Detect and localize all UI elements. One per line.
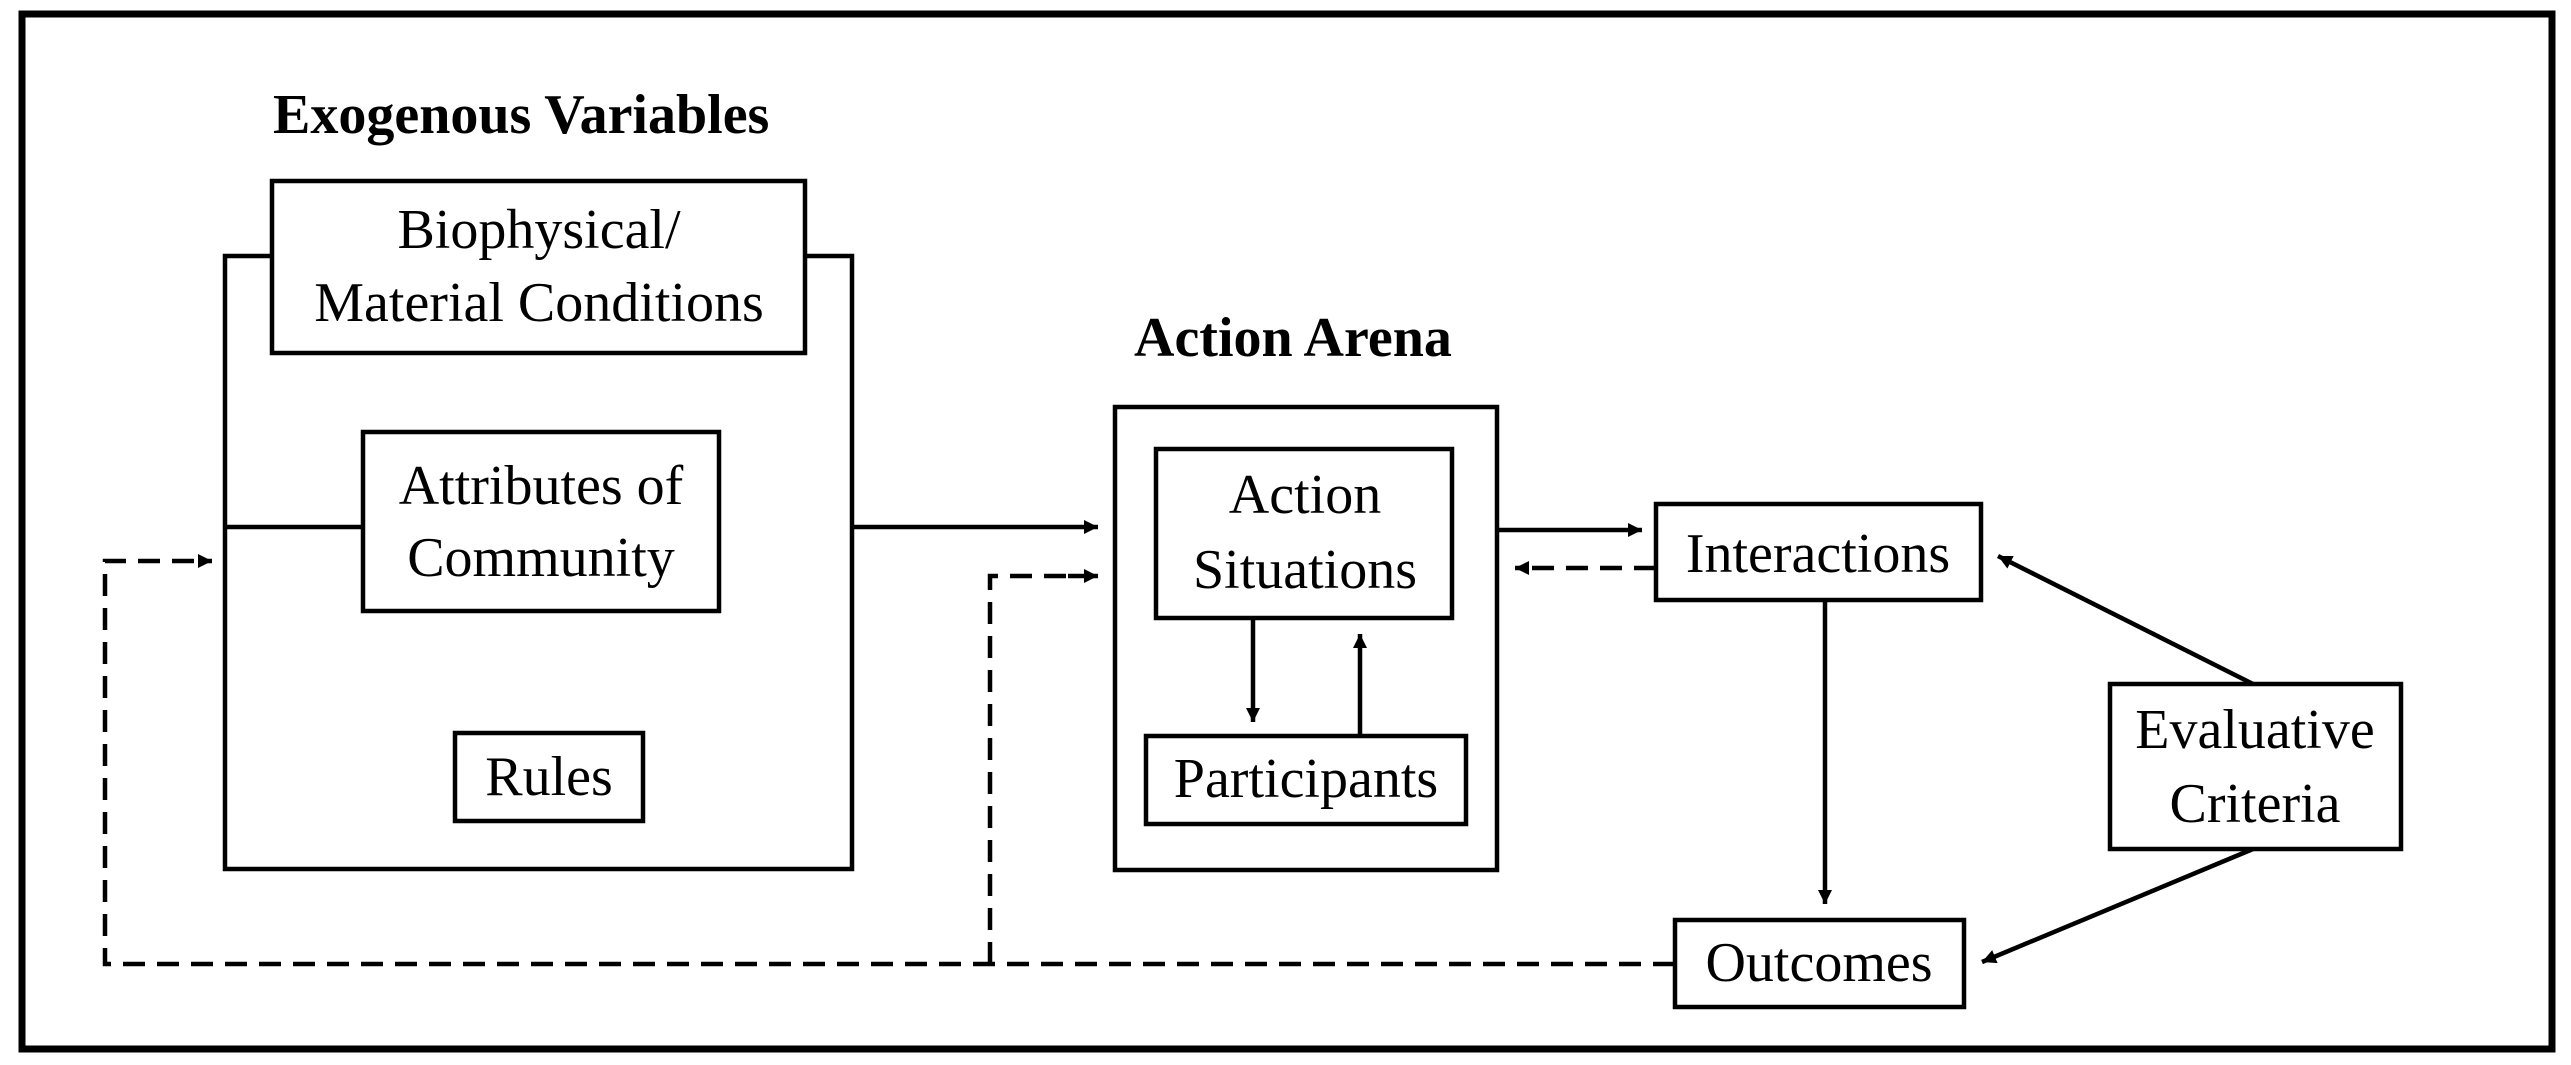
evaluative-label-line2: Criteria [2169,773,2340,835]
outcomes-to-arena-feedback-line [987,573,1070,964]
interactions-box [1653,501,1984,603]
biophysical-label-line2: Material Conditions [314,272,764,334]
evaluative-label-line1: Evaluative [2135,699,2374,761]
community-label-line2: Community [407,527,675,589]
participants-box [1143,733,1469,827]
attributes-of-community-box [360,429,722,614]
action-situations-label-line2: Situations [1193,539,1417,601]
participants-label: Participants [1174,748,1438,810]
community-label-line1: Attributes of [399,455,684,517]
action-situations-box [1153,446,1455,621]
outcomes-label: Outcomes [1705,932,1932,994]
biophysical-label-line1: Biophysical/ [397,199,681,261]
action-arena-heading: Action Arena [1134,307,1452,369]
outcomes-feedback-line [102,558,1675,967]
evaluative-to-outcomes-arrow [1981,846,2254,965]
evaluative-criteria-box [2107,681,2404,852]
rules-box [452,730,646,824]
evaluative-to-interactions-arrow [1996,553,2255,687]
interactions-label: Interactions [1686,523,1950,585]
rules-label: Rules [485,746,613,808]
biophysical-conditions-box [269,178,808,356]
exogenous-variables-heading: Exogenous Variables [273,84,769,146]
action-situations-label-line1: Action [1229,464,1381,526]
